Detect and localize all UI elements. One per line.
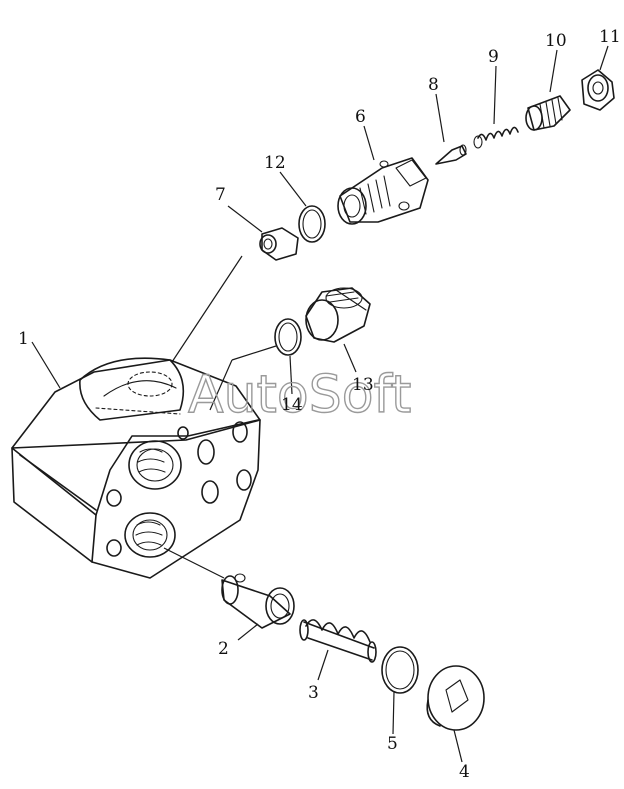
- spool-sleeve: [221, 573, 295, 629]
- poppet: [435, 144, 467, 165]
- watermark-text: AutoSoft: [188, 365, 411, 425]
- callout-10: 10: [545, 31, 567, 51]
- callout-5: 5: [387, 734, 398, 754]
- plug-upper: [305, 287, 371, 343]
- callout-11: 11: [599, 27, 621, 47]
- callout-14: 14: [281, 395, 303, 415]
- callout-9: 9: [488, 47, 499, 67]
- callout-2: 2: [218, 639, 229, 659]
- adjusting-screw: [525, 95, 571, 131]
- callout-3: 3: [308, 683, 319, 703]
- sleeve-small: [259, 227, 299, 261]
- spring: [299, 619, 377, 663]
- callout-7: 7: [215, 185, 226, 205]
- callout-8: 8: [428, 75, 439, 95]
- callouts: 1 2 3 4 5 6 7 8 9 10 11 12 13 14: [18, 27, 621, 782]
- cap-nut: [581, 69, 615, 111]
- callout-1: 1: [18, 329, 29, 349]
- o-ring-upper: [298, 205, 326, 243]
- o-ring-middle: [274, 318, 302, 356]
- relief-valve-body: [337, 157, 429, 225]
- o-ring-lower: [381, 646, 419, 694]
- valve-body: [11, 357, 261, 579]
- callout-6: 6: [355, 107, 366, 127]
- plug-lower: [426, 665, 485, 731]
- callout-12: 12: [264, 153, 286, 173]
- callout-4: 4: [459, 762, 470, 782]
- callout-13: 13: [352, 375, 374, 395]
- pilot-spring: [473, 126, 519, 149]
- leader-lines: [31, 45, 609, 763]
